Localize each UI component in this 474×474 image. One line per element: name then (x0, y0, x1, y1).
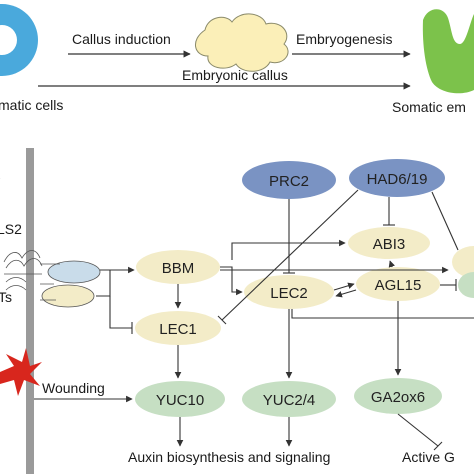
yuc10-label: YUC10 (156, 392, 204, 409)
somatic-embryo-label: Somatic em (392, 99, 466, 115)
abi3-label: ABI3 (373, 236, 406, 253)
receptor-cream-lower (41, 284, 95, 308)
callus-cloud (195, 13, 289, 72)
agl15-node (356, 267, 440, 301)
right-partial-node (452, 246, 474, 278)
ts-label: Ts (0, 289, 12, 305)
somatic-cell-shape (0, 4, 38, 76)
bbm-label: BBM (162, 260, 195, 277)
bbm-node (136, 250, 220, 284)
receptor-frills (3, 250, 43, 291)
network-edges (34, 189, 474, 451)
somatic-cells-label: matic cells (0, 97, 63, 113)
auxin-label: Auxin biosynthesis and signaling (128, 449, 330, 465)
yuc24-label: YUC2/4 (263, 392, 316, 409)
lec1-node (135, 311, 221, 345)
cell-membrane (26, 148, 34, 474)
receptor-blue-upper (47, 260, 101, 284)
callus-induction-label: Callus induction (72, 31, 171, 47)
lec1-label: LEC1 (159, 321, 197, 338)
embryogenesis-label: Embryogenesis (296, 31, 393, 47)
embryo-shape (422, 9, 474, 94)
ga2ox6-label: GA2ox6 (371, 389, 425, 406)
right-partial-green-node (458, 272, 474, 298)
wound-icon (0, 348, 42, 396)
ls2-label: LS2 (0, 221, 22, 237)
had-label: HAD6/19 (367, 171, 428, 188)
wounding-label: Wounding (42, 380, 105, 396)
ga2ox6-node (354, 378, 442, 414)
embryonic-callus-label: Embryonic callus (182, 67, 288, 83)
agl15-label: AGL15 (375, 277, 422, 294)
yuc10-node (135, 381, 225, 417)
yuc24-node (242, 381, 336, 417)
active-ga-label: Active G (402, 449, 455, 465)
left-dash-label: - (0, 169, 1, 185)
had-node (349, 159, 445, 197)
lec2-label: LEC2 (270, 285, 308, 302)
abi3-node (348, 227, 430, 259)
prc2-node (242, 161, 336, 199)
receptor-stalks (40, 263, 60, 301)
lec2-node (244, 275, 334, 309)
prc2-label: PRC2 (269, 173, 309, 190)
